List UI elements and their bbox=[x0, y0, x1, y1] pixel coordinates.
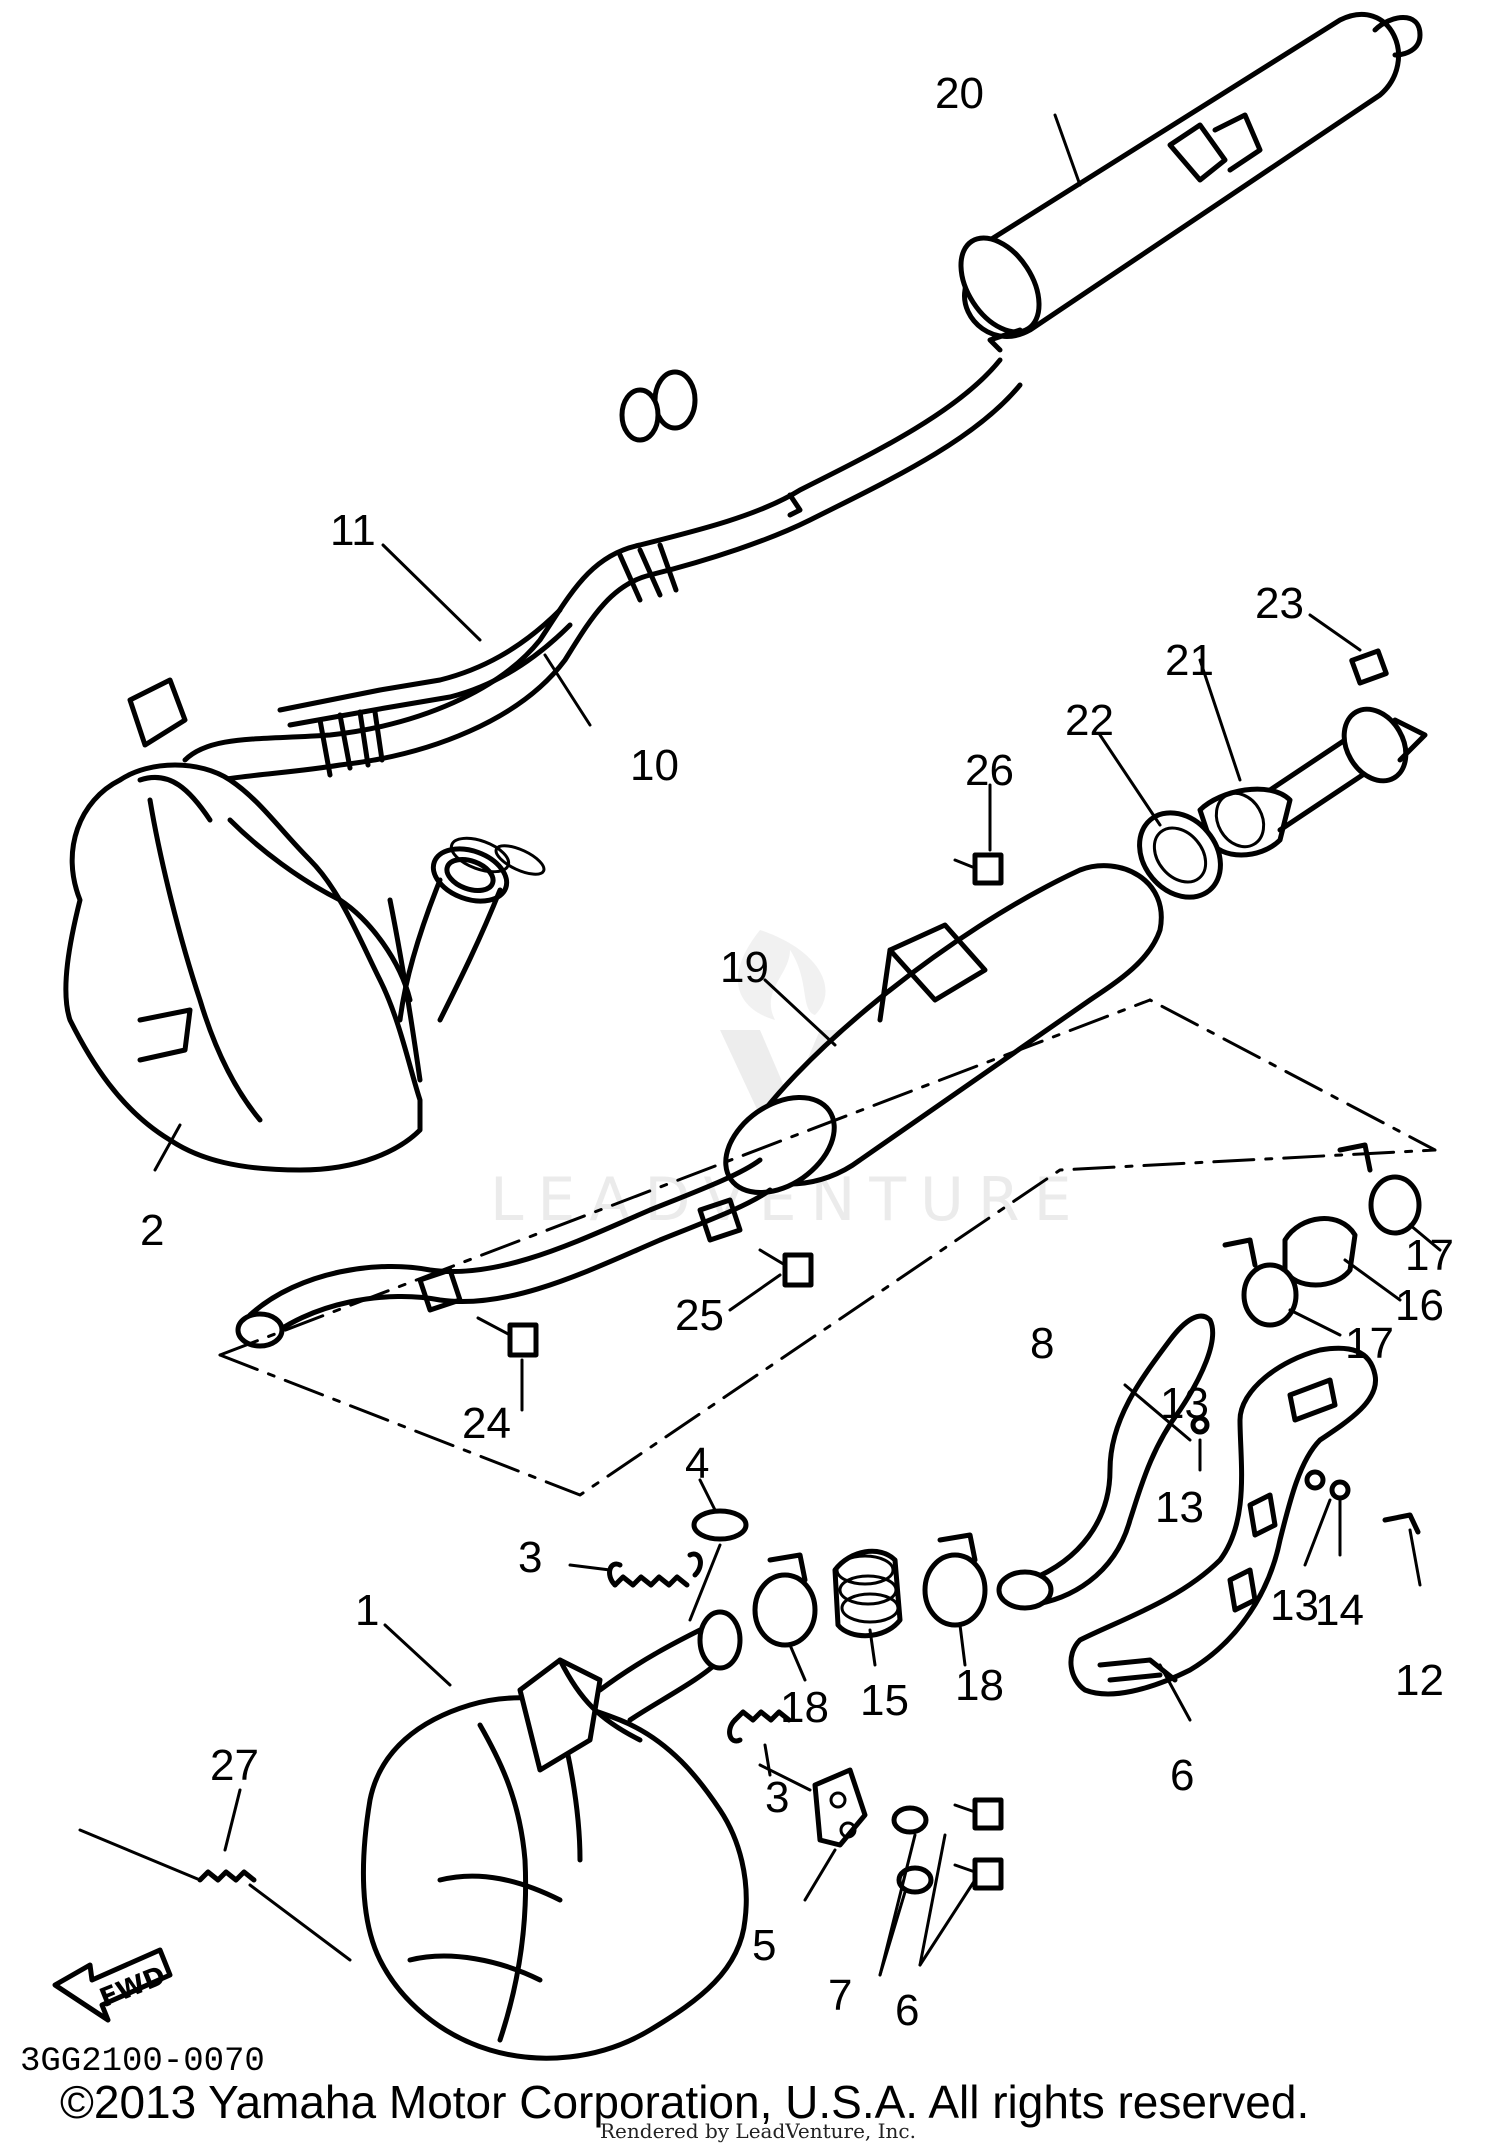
callout-12: 12 bbox=[1395, 1656, 1444, 1705]
callout-26: 26 bbox=[965, 746, 1014, 795]
part-19-muffler bbox=[235, 863, 1164, 1349]
callout-18-a: 18 bbox=[780, 1683, 829, 1732]
callout-21: 21 bbox=[1165, 636, 1214, 685]
joint-15-clamps-18 bbox=[752, 1532, 988, 1682]
callout-17-top: 17 bbox=[1405, 1231, 1454, 1280]
springs-3 bbox=[78, 1551, 792, 1962]
callout-10: 6 bbox=[1170, 1751, 1194, 1800]
callout-1: 1 bbox=[355, 1586, 379, 1635]
callout-15: 15 bbox=[860, 1676, 909, 1725]
callout-13-b: 13 bbox=[1155, 1483, 1204, 1532]
copyright-notice: ©2013 Yamaha Motor Corporation, U.S.A. A… bbox=[60, 2076, 1309, 2128]
drawing-code: 3GG2100-0070 bbox=[20, 2043, 265, 2081]
callout-labels: 20 11 10 23 21 22 26 19 2 17 16 17 8 25 … bbox=[140, 69, 1454, 2035]
callout-24: 24 bbox=[462, 1399, 511, 1448]
forward-direction-arrow: FWD bbox=[52, 1947, 173, 2023]
callout-4: 4 bbox=[685, 1439, 709, 1488]
callout-17-mid: 17 bbox=[1345, 1319, 1394, 1368]
callout-16: 16 bbox=[1395, 1281, 1444, 1330]
bracket-5-bolts-6-washers-7 bbox=[758, 1763, 1004, 1977]
callout-3-a: 3 bbox=[518, 1533, 542, 1582]
callout-9: 10 bbox=[630, 741, 679, 790]
callout-7: 7 bbox=[828, 1971, 852, 2020]
callout-18-b: 18 bbox=[955, 1661, 1004, 1710]
callout-13-a: 13 bbox=[1160, 1379, 1209, 1428]
callout-5: 5 bbox=[752, 1921, 776, 1970]
part-20-muffler bbox=[958, 11, 1423, 353]
part-11-pipe bbox=[177, 357, 1023, 793]
callout-8: 8 bbox=[1030, 1319, 1054, 1368]
callout-22: 22 bbox=[1065, 696, 1114, 745]
hardware-21-to-26 bbox=[476, 613, 1428, 1412]
top-exhaust-assembly: FWD 20 11 10 23 21 22 26 19 2 17 16 17 8… bbox=[20, 11, 1454, 2143]
part-2-expansion-chamber bbox=[63, 677, 546, 1173]
callout-19: 19 bbox=[720, 943, 769, 992]
callout-6: 6 bbox=[895, 1986, 919, 2035]
callout-3-b: 3 bbox=[765, 1773, 789, 1822]
callout-20: 20 bbox=[935, 69, 984, 118]
callout-27: 27 bbox=[210, 1741, 259, 1790]
rendered-by-credit: Rendered by LeadVenture, Inc. bbox=[600, 2119, 916, 2143]
pipe-8-and-shield-10 bbox=[996, 1313, 1422, 1722]
callout-25: 25 bbox=[675, 1291, 724, 1340]
callout-11: 11 bbox=[330, 506, 376, 555]
top-callouts bbox=[153, 113, 1082, 1172]
clamps-16-17 bbox=[1222, 1142, 1442, 1337]
part-1-expansion-chamber bbox=[360, 1478, 749, 2061]
callout-14: 14 bbox=[1315, 1586, 1364, 1635]
callout-23: 23 bbox=[1255, 579, 1304, 628]
callout-13-c: 13 bbox=[1270, 1581, 1319, 1630]
callout-2: 2 bbox=[140, 1206, 164, 1255]
pipe-clamps bbox=[317, 369, 803, 778]
sub-assembly-outline bbox=[218, 998, 1437, 1497]
